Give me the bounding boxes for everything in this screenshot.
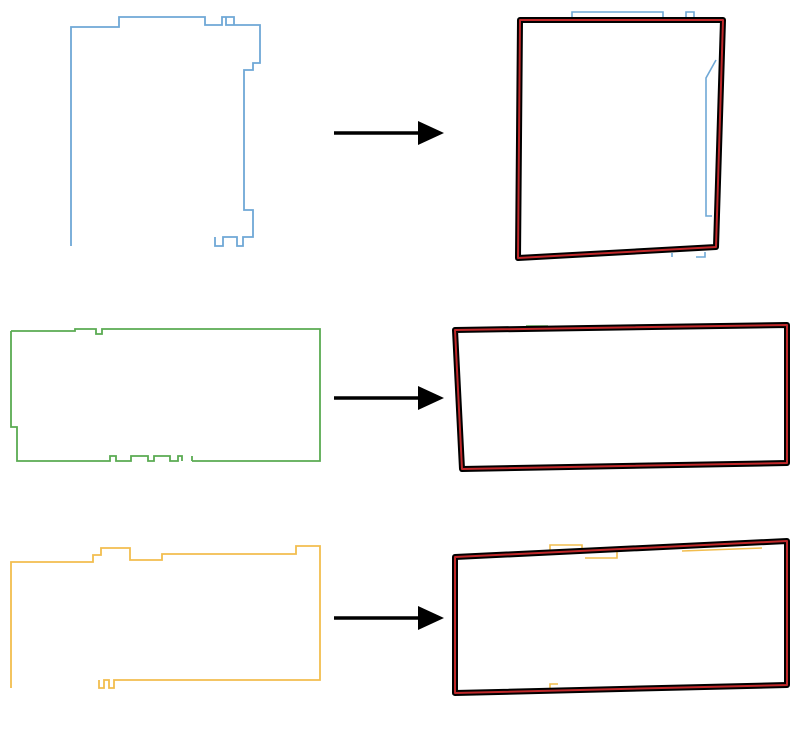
simplified-box bbox=[515, 17, 726, 261]
trace-segment bbox=[681, 547, 763, 552]
arrow-head bbox=[418, 386, 444, 410]
box-outer-stroke bbox=[452, 322, 790, 472]
trace-segment bbox=[549, 544, 583, 550]
simplified-box bbox=[452, 322, 790, 472]
trace-segment bbox=[696, 252, 706, 258]
trace-segment bbox=[685, 11, 695, 19]
input-outline bbox=[10, 545, 321, 689]
box-outer-stroke bbox=[515, 17, 726, 261]
simplified-box bbox=[452, 538, 790, 696]
input-outline bbox=[70, 16, 261, 247]
row-blue bbox=[70, 11, 726, 261]
arrow-head bbox=[418, 121, 444, 145]
row-green bbox=[10, 322, 790, 472]
row-orange bbox=[10, 538, 790, 696]
box-inner-stroke bbox=[454, 324, 788, 470]
original-outline-trace bbox=[549, 544, 763, 688]
box-inner-stroke bbox=[517, 19, 724, 259]
box-outer-stroke bbox=[452, 538, 790, 696]
input-outline bbox=[10, 328, 321, 462]
box-inner-stroke bbox=[454, 540, 788, 694]
trace-segment bbox=[585, 552, 618, 559]
trace-segment bbox=[549, 683, 558, 688]
trace-segment bbox=[705, 59, 717, 217]
arrow-head bbox=[418, 606, 444, 630]
original-outline-trace bbox=[526, 325, 572, 467]
transform-arrow bbox=[334, 606, 444, 630]
transform-arrow bbox=[334, 121, 444, 145]
trace-segment bbox=[571, 11, 664, 19]
original-outline-trace bbox=[571, 11, 717, 258]
transform-arrow bbox=[334, 386, 444, 410]
